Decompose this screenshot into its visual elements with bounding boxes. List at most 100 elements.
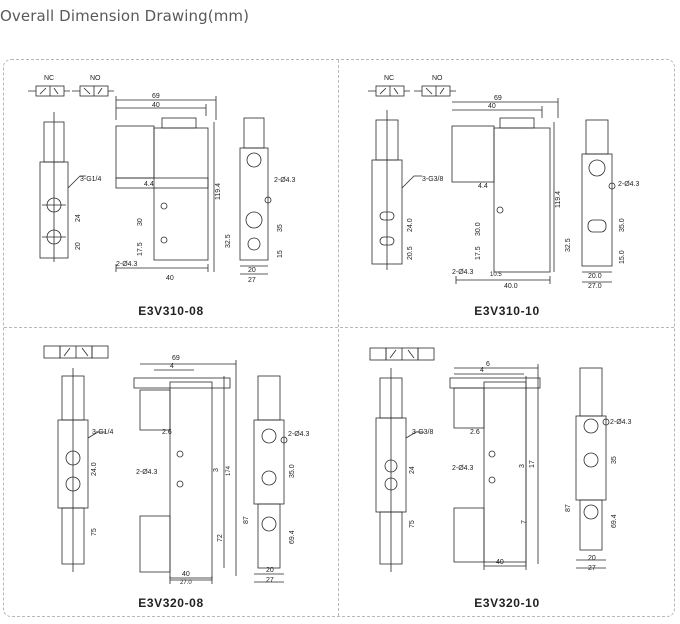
end-view	[581, 119, 616, 283]
svg-text:NO: NO	[90, 75, 101, 82]
svg-text:69: 69	[152, 93, 160, 100]
svg-text:119.4: 119.4	[555, 191, 562, 208]
svg-text:20: 20	[75, 242, 82, 250]
svg-text:NC: NC	[384, 75, 394, 82]
model-label: E3V320-08	[138, 596, 204, 610]
svg-text:7: 7	[521, 520, 528, 524]
panel-e3v320-10: 3-G3/8 24 75 6 4 3 17 7 2-Ø4.3 2.6 40	[340, 328, 674, 610]
no-valve-symbol: NO	[72, 75, 114, 97]
svg-text:3-G1/4: 3-G1/4	[92, 429, 114, 436]
svg-text:2-Ø4.3: 2-Ø4.3	[610, 419, 632, 426]
e3v310-10-drawing: NC NO 3-G3/8 24.0 20.5 69 40 119.4 30.0	[368, 75, 640, 290]
svg-text:4.4: 4.4	[478, 183, 488, 190]
svg-text:40: 40	[488, 103, 496, 110]
svg-text:40: 40	[166, 275, 174, 282]
svg-text:27.0: 27.0	[180, 580, 192, 586]
svg-text:20.0: 20.0	[588, 273, 602, 280]
double-valve-symbol	[43, 345, 109, 359]
e3v320-08-drawing: 3-G1/4 24.0 75 69 4 174 3 72 2-Ø4.3 2.6 …	[43, 345, 310, 586]
front-view	[115, 96, 217, 272]
svg-text:24.0: 24.0	[91, 462, 98, 476]
svg-text:32.5: 32.5	[225, 234, 232, 248]
svg-text:24: 24	[409, 466, 416, 474]
svg-text:75: 75	[409, 520, 416, 528]
svg-text:10.5: 10.5	[490, 272, 502, 278]
svg-text:24: 24	[75, 214, 82, 222]
svg-text:20: 20	[266, 567, 274, 574]
svg-text:40.0: 40.0	[504, 283, 518, 290]
nc-valve-symbol: NC	[368, 75, 410, 97]
svg-text:75: 75	[91, 528, 98, 536]
svg-text:NC: NC	[44, 75, 54, 82]
front-view	[133, 360, 237, 584]
svg-text:2-Ø4.3: 2-Ø4.3	[452, 465, 474, 472]
svg-text:32.5: 32.5	[565, 238, 572, 252]
svg-text:40: 40	[152, 102, 160, 109]
horizontal-divider	[4, 327, 674, 328]
panel-e3v310-10: NC NO 3-G3/8 24.0 20.5 69 40 119.4 30.0	[340, 60, 674, 326]
svg-text:69.4: 69.4	[611, 514, 618, 528]
model-label: E3V310-08	[138, 304, 204, 318]
model-label: E3V310-10	[474, 304, 540, 318]
end-view	[239, 117, 272, 275]
svg-text:6: 6	[486, 361, 490, 368]
drawing-frame	[3, 59, 675, 617]
svg-text:119.4: 119.4	[215, 183, 222, 200]
svg-text:35.0: 35.0	[619, 218, 626, 232]
svg-text:35.0: 35.0	[289, 464, 296, 478]
svg-text:17: 17	[529, 460, 536, 468]
svg-text:40: 40	[496, 559, 504, 566]
svg-text:35: 35	[611, 456, 618, 464]
e3v320-10-drawing: 3-G3/8 24 75 6 4 3 17 7 2-Ø4.3 2.6 40	[369, 347, 632, 572]
svg-text:3: 3	[213, 468, 220, 472]
svg-text:35: 35	[277, 224, 284, 232]
model-label: E3V320-10	[474, 596, 540, 610]
svg-text:24.0: 24.0	[407, 218, 414, 232]
svg-text:2-Ø4.3: 2-Ø4.3	[136, 469, 158, 476]
svg-text:69: 69	[172, 355, 180, 362]
svg-text:27: 27	[588, 565, 596, 572]
svg-text:3-G1/4: 3-G1/4	[80, 176, 102, 183]
svg-text:3-G3/8: 3-G3/8	[422, 176, 444, 183]
panel-e3v310-08: NC NO 3-G1/4 24 20 69 40	[4, 60, 338, 326]
double-valve-symbol	[369, 347, 435, 361]
svg-text:30.0: 30.0	[475, 222, 482, 236]
svg-text:87: 87	[565, 504, 572, 512]
svg-text:4: 4	[170, 363, 174, 370]
side-view	[375, 368, 424, 572]
side-view	[57, 368, 106, 572]
svg-text:15.0: 15.0	[619, 250, 626, 264]
svg-text:174: 174	[226, 465, 232, 476]
svg-text:20.5: 20.5	[407, 246, 414, 260]
svg-text:2-Ø4.3: 2-Ø4.3	[274, 177, 296, 184]
nc-valve-symbol: NC	[28, 75, 70, 97]
svg-text:87: 87	[243, 516, 250, 524]
e3v310-08-drawing: NC NO 3-G1/4 24 20 69 40	[28, 75, 296, 284]
svg-text:2-Ø4.3: 2-Ø4.3	[452, 269, 474, 276]
svg-text:4.4: 4.4	[144, 181, 154, 188]
svg-text:2.6: 2.6	[470, 429, 480, 436]
svg-text:2-Ø4.3: 2-Ø4.3	[116, 261, 138, 268]
svg-text:2.6: 2.6	[162, 429, 172, 436]
svg-text:27.0: 27.0	[588, 283, 602, 290]
svg-text:4: 4	[480, 367, 484, 374]
vertical-divider	[338, 60, 339, 616]
svg-text:30: 30	[137, 218, 144, 226]
side-view	[371, 110, 422, 270]
svg-text:20: 20	[588, 555, 596, 562]
end-view	[575, 367, 610, 569]
page-title: Overall Dimension Drawing(mm)	[0, 7, 250, 25]
svg-text:27: 27	[248, 277, 256, 284]
panel-e3v320-08: 3-G1/4 24.0 75 69 4 174 3 72 2-Ø4.3 2.6 …	[4, 328, 338, 610]
svg-text:17.5: 17.5	[137, 242, 144, 256]
side-view	[39, 112, 86, 262]
svg-text:2-Ø4.3: 2-Ø4.3	[288, 431, 310, 438]
front-view	[449, 364, 541, 570]
svg-text:NO: NO	[432, 75, 443, 82]
svg-text:2-Ø4.3: 2-Ø4.3	[618, 181, 640, 188]
svg-text:3: 3	[519, 464, 526, 468]
front-view	[451, 98, 559, 284]
end-view	[253, 375, 288, 583]
svg-text:72: 72	[217, 534, 224, 542]
svg-text:17.5: 17.5	[475, 246, 482, 260]
